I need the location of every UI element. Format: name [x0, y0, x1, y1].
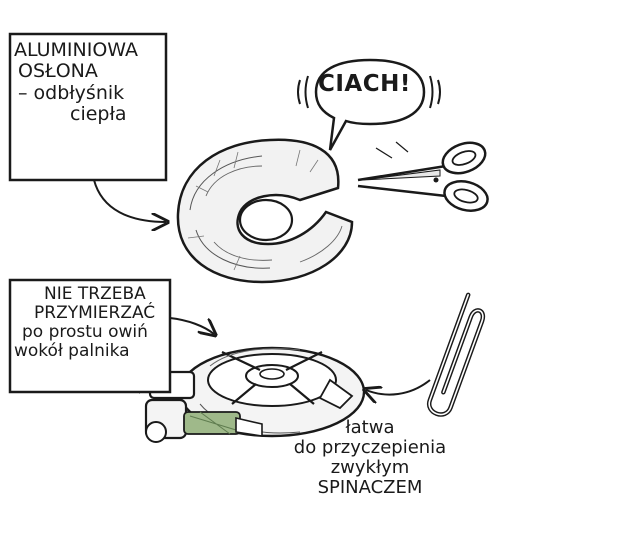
clip-caption-line: SPINACZEM: [317, 477, 423, 499]
fit-caption: NIE TRZEBA PRZYMIERZAĆ po prostu owiń wo…: [14, 284, 156, 362]
clip-caption: łatwa do przyczepienia zwykłym SPINACZEM: [285, 417, 455, 499]
fit-label-box: [8, 278, 172, 394]
shield-caption-line: OSŁONA: [18, 60, 98, 83]
shield-caption: ALUMINIOWA OSŁONA – odbłyśnik ciepła: [14, 39, 139, 125]
clip-caption-line: łatwa: [345, 417, 395, 438]
fit-caption-line: PRZYMIERZAĆ: [34, 303, 156, 324]
scissors-icon: [357, 141, 489, 212]
arrow-icon: [93, 179, 166, 222]
shield-caption-line: ALUMINIOWA: [14, 39, 139, 61]
clip-caption-line: zwykłym: [330, 457, 410, 479]
paperclip-icon: [426, 292, 486, 417]
shield-caption-line: – odbłyśnik: [18, 81, 125, 104]
gas-stove-burner-icon: [139, 346, 366, 443]
speech-bubble-icon: [297, 58, 441, 151]
arrow-icon: [366, 379, 431, 395]
fit-caption-line: wokół palnika: [14, 341, 130, 362]
aluminium-disc-icon: [176, 138, 354, 284]
shield-label-box: [8, 32, 168, 182]
shield-caption-line: ciepła: [70, 102, 127, 125]
clip-caption-line: do przyczepienia: [293, 437, 447, 459]
sound-effect-text: CIACH!: [318, 71, 411, 97]
fit-caption-line: po prostu owiń: [22, 322, 148, 343]
fit-caption-line: NIE TRZEBA: [44, 284, 146, 304]
arrow-icon: [169, 317, 214, 334]
